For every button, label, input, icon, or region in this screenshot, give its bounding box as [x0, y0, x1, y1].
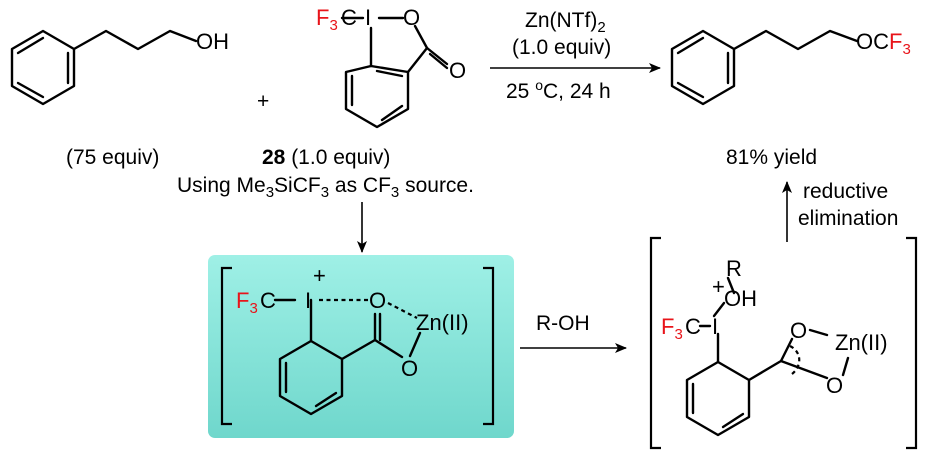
roh-label: R-OH: [536, 312, 590, 335]
reagent-28-label: 28 (1.0 equiv): [262, 146, 390, 169]
oxygen-zinc-dashed-bond: [387, 302, 418, 319]
intermediate-1-bonds: [273, 298, 422, 416]
plus-sign: +: [257, 90, 269, 113]
intermediate-2: R + OH F3 C I O O Zn(II): [649, 236, 918, 450]
reagent-iodine-label: I: [365, 5, 371, 30]
int2-c-label: C: [685, 314, 701, 339]
product-bonds: [670, 29, 859, 106]
condition-reagent: Zn(NTf)2: [525, 9, 606, 36]
reagent-carbonyl-oxygen-label: O: [449, 58, 466, 83]
int2-oh-label: OH: [724, 286, 757, 311]
int2-iodine-label: I: [712, 314, 718, 339]
int1-zinc-label: Zn(II): [416, 310, 469, 335]
alcohol-equiv-label: (75 equiv): [66, 146, 159, 169]
product-oc-label: OCF3: [856, 29, 911, 58]
cf3-source-note: Using Me3SiCF3 as CF3 source.: [177, 174, 474, 201]
int2-r-label: R: [726, 256, 742, 281]
intermediate-1-brackets: [220, 266, 495, 426]
reactant-alcohol: OH (75 equiv): [10, 29, 229, 169]
int2-oxygen-bottom-label: O: [826, 373, 843, 398]
reagent-28: F3 C I O O 28 (1.0 equiv) Using Me3SiCF3…: [177, 5, 474, 201]
oxonium-charge: +: [712, 274, 725, 299]
int1-f3-label: F3: [236, 288, 258, 317]
reagent-f3-label: F3: [316, 5, 338, 34]
intermediate-2-brackets: [649, 236, 918, 450]
reagent-ring-oxygen-label: O: [403, 5, 420, 30]
elimination-label: elimination: [798, 207, 898, 230]
benzene-ring: [10, 29, 198, 106]
intermediate-1-highlight: [208, 255, 514, 438]
int1-iodine-label: I: [305, 288, 311, 313]
int2-f3-label: F3: [661, 314, 683, 343]
delocalized-carboxylate: [789, 345, 801, 375]
reagent-28-bonds: [340, 16, 449, 129]
yield-label: 81% yield: [726, 146, 817, 169]
condition-temperature-time: 25 oC, 24 h: [506, 77, 611, 103]
int1-oxygen-bottom-label: O: [401, 356, 418, 381]
intermediate-2-bonds: [685, 276, 850, 437]
int1-oxygen-top-label: O: [369, 288, 386, 313]
condition-reagent-amount: (1.0 equiv): [512, 36, 611, 59]
intermediate-1: + F3 C I O O Zn(II): [208, 255, 514, 438]
int2-zinc-label: Zn(II): [835, 330, 888, 355]
iodonium-charge: +: [313, 263, 326, 288]
reagent-c-label: C: [341, 5, 357, 30]
int2-oxygen-top-label: O: [790, 318, 807, 343]
hydroxyl-label: OH: [196, 29, 229, 54]
product-trifluoromethyl-ether: OCF3 81% yield: [670, 29, 911, 169]
int1-c-label: C: [260, 288, 276, 313]
reductive-label: reductive: [803, 180, 888, 203]
